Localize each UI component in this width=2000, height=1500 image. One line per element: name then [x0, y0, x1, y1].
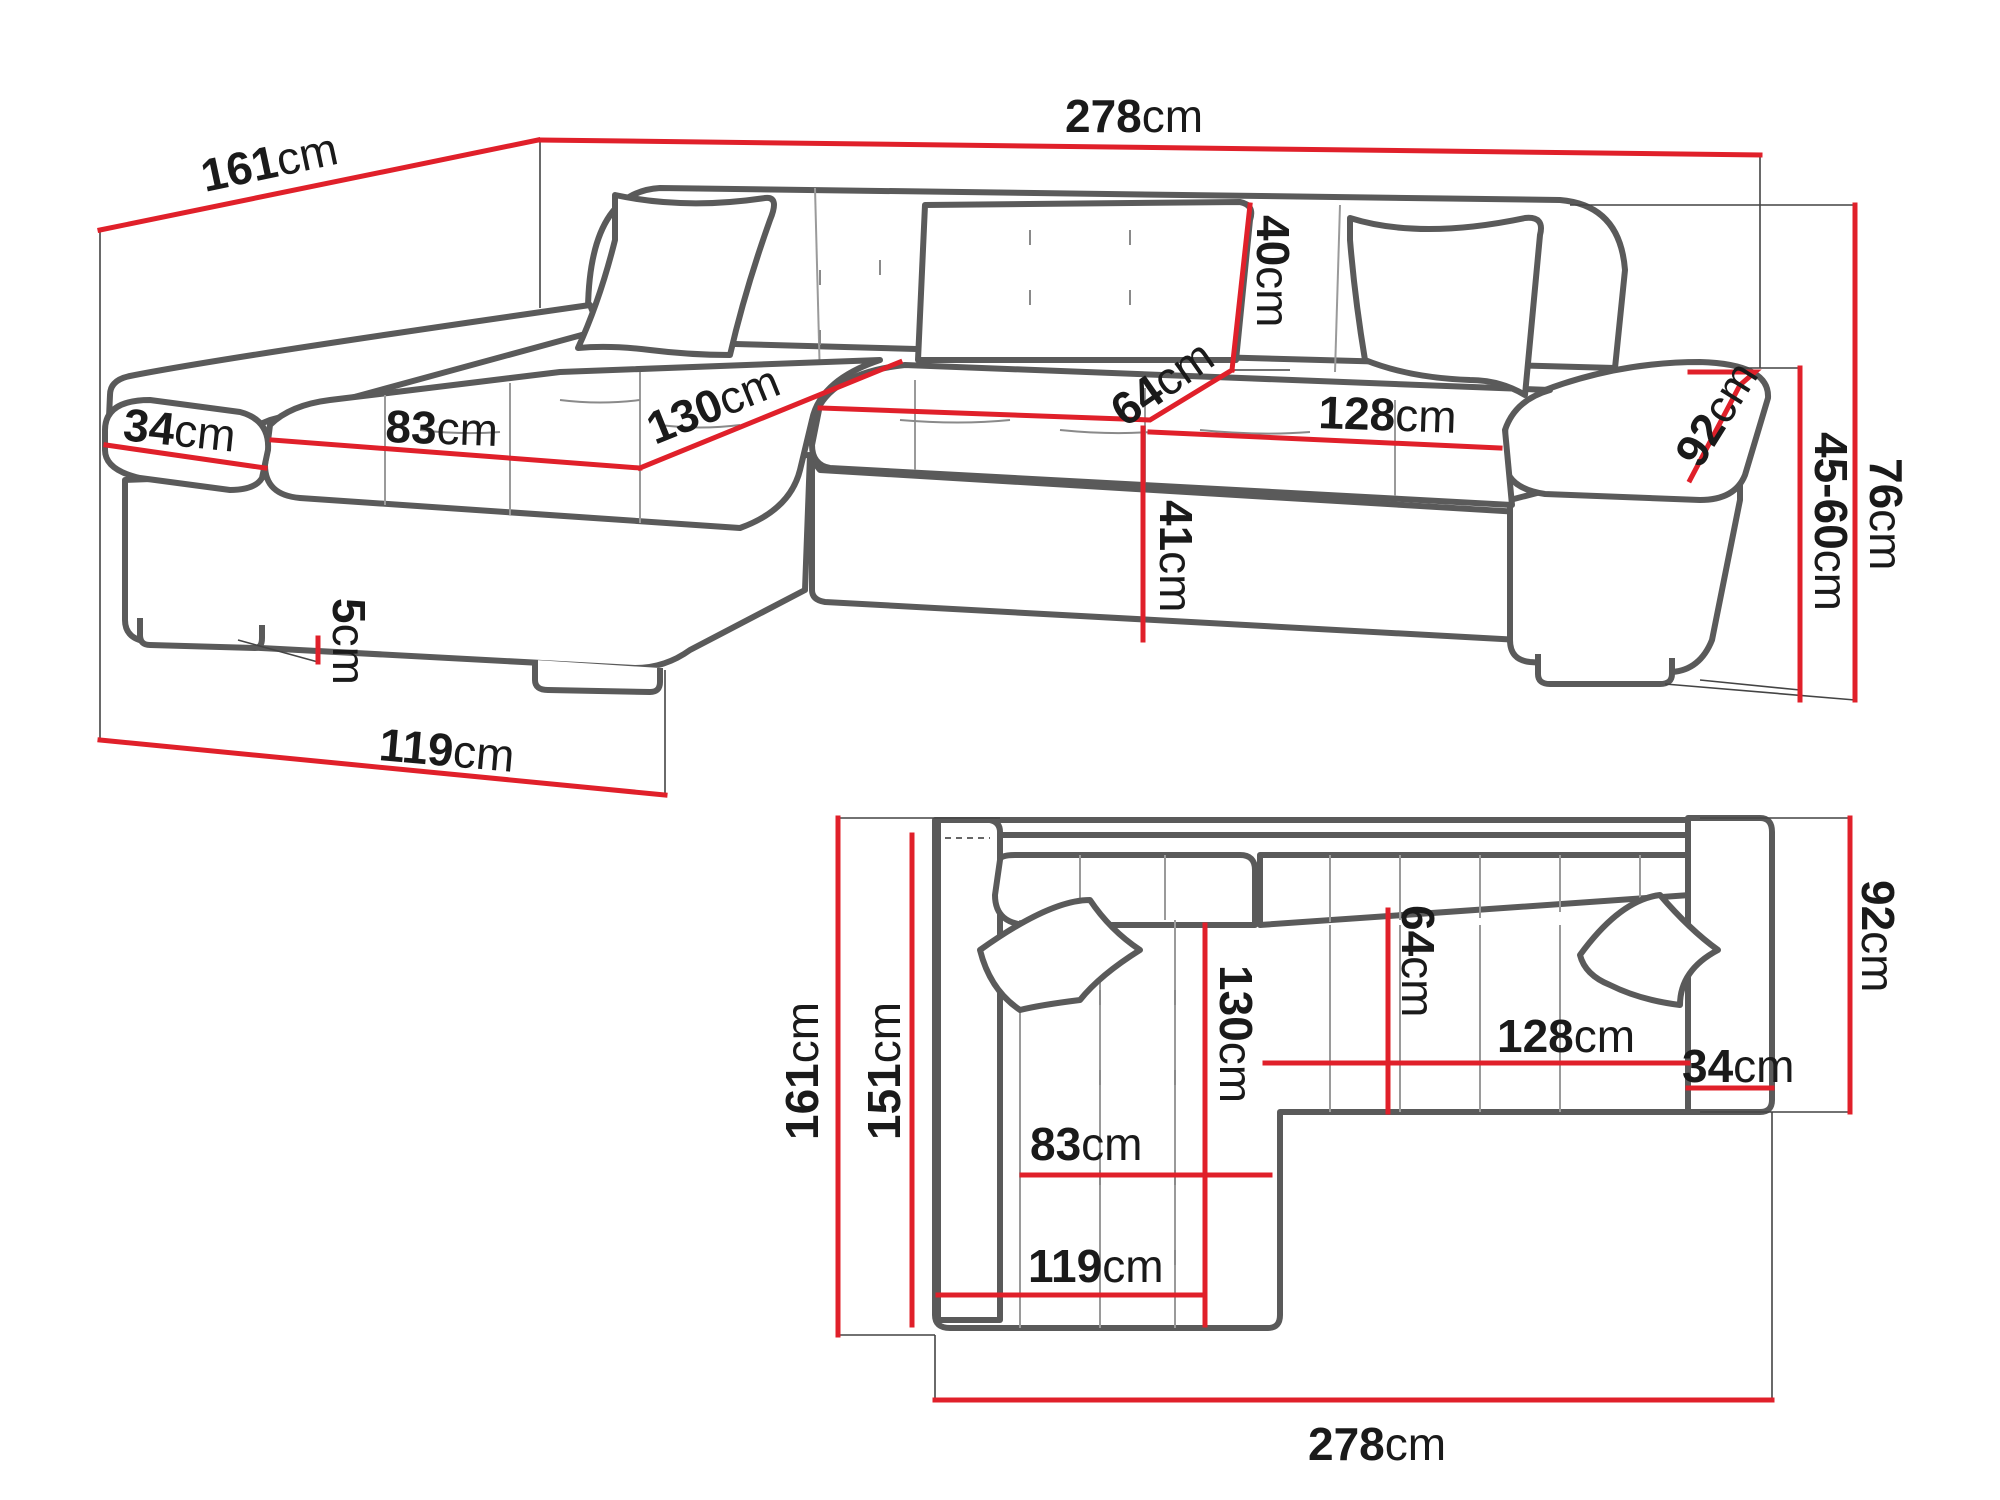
- label-92-top-arm: 92cm: [1852, 880, 1904, 993]
- label-151-top-depth: 151cm: [858, 1002, 910, 1140]
- dim-line-130-chaise: [636, 358, 904, 472]
- top-view-extension-lines: [838, 817, 1850, 1400]
- dim-line-119-chaise: [97, 737, 668, 798]
- label-64-top-seat: 64cm: [1392, 905, 1444, 1018]
- label-83-chaise: 83cm: [385, 400, 499, 456]
- dim-line-83-chaise: [269, 437, 643, 471]
- dim-line-34-armrest: [103, 442, 268, 471]
- dim-line-161-depth: [97, 137, 541, 233]
- label-278-top-width: 278cm: [1308, 1418, 1446, 1470]
- label-161-top-depth: 161cm: [776, 1002, 828, 1140]
- label-4560-armheight: 45-60cm: [1805, 432, 1857, 611]
- perspective-sofa-drawing: [102, 185, 1772, 695]
- dim-line-64-seat: [817, 366, 1236, 423]
- label-161-depth: 161cm: [196, 122, 342, 202]
- top-view-labels: 161cm 151cm 130cm 64cm 128cm 34cm 92cm 8…: [776, 880, 1904, 1470]
- label-76-height: 76cm: [1860, 458, 1912, 571]
- label-119-chaise: 119cm: [377, 718, 517, 782]
- label-130-top-chaise: 130cm: [1210, 965, 1262, 1103]
- label-41-seat-height: 41cm: [1150, 500, 1202, 613]
- label-278-width: 278cm: [1065, 90, 1203, 142]
- perspective-dimension-lines: [97, 137, 1858, 798]
- perspective-extension-lines: [99, 142, 1856, 795]
- label-5-leg: 5cm: [323, 598, 375, 685]
- label-34-top-arm: 34cm: [1682, 1040, 1795, 1092]
- top-view-dimension-lines: [835, 815, 1853, 1403]
- label-128-seat: 128cm: [1318, 386, 1458, 443]
- dim-line-278-width: [537, 137, 1763, 158]
- label-40-back: 40cm: [1247, 215, 1299, 328]
- label-34-armrest: 34cm: [121, 398, 238, 461]
- label-119-top-chaise: 119cm: [1028, 1240, 1164, 1292]
- dim-line-92-arm: [1686, 369, 1762, 484]
- top-view-sofa-drawing: [932, 815, 1775, 1331]
- dim-line-128-seat: [1147, 429, 1503, 451]
- label-128-top-seat: 128cm: [1497, 1010, 1635, 1062]
- dim-line-40-back: [1229, 202, 1253, 373]
- label-83-top-chaise: 83cm: [1030, 1118, 1143, 1170]
